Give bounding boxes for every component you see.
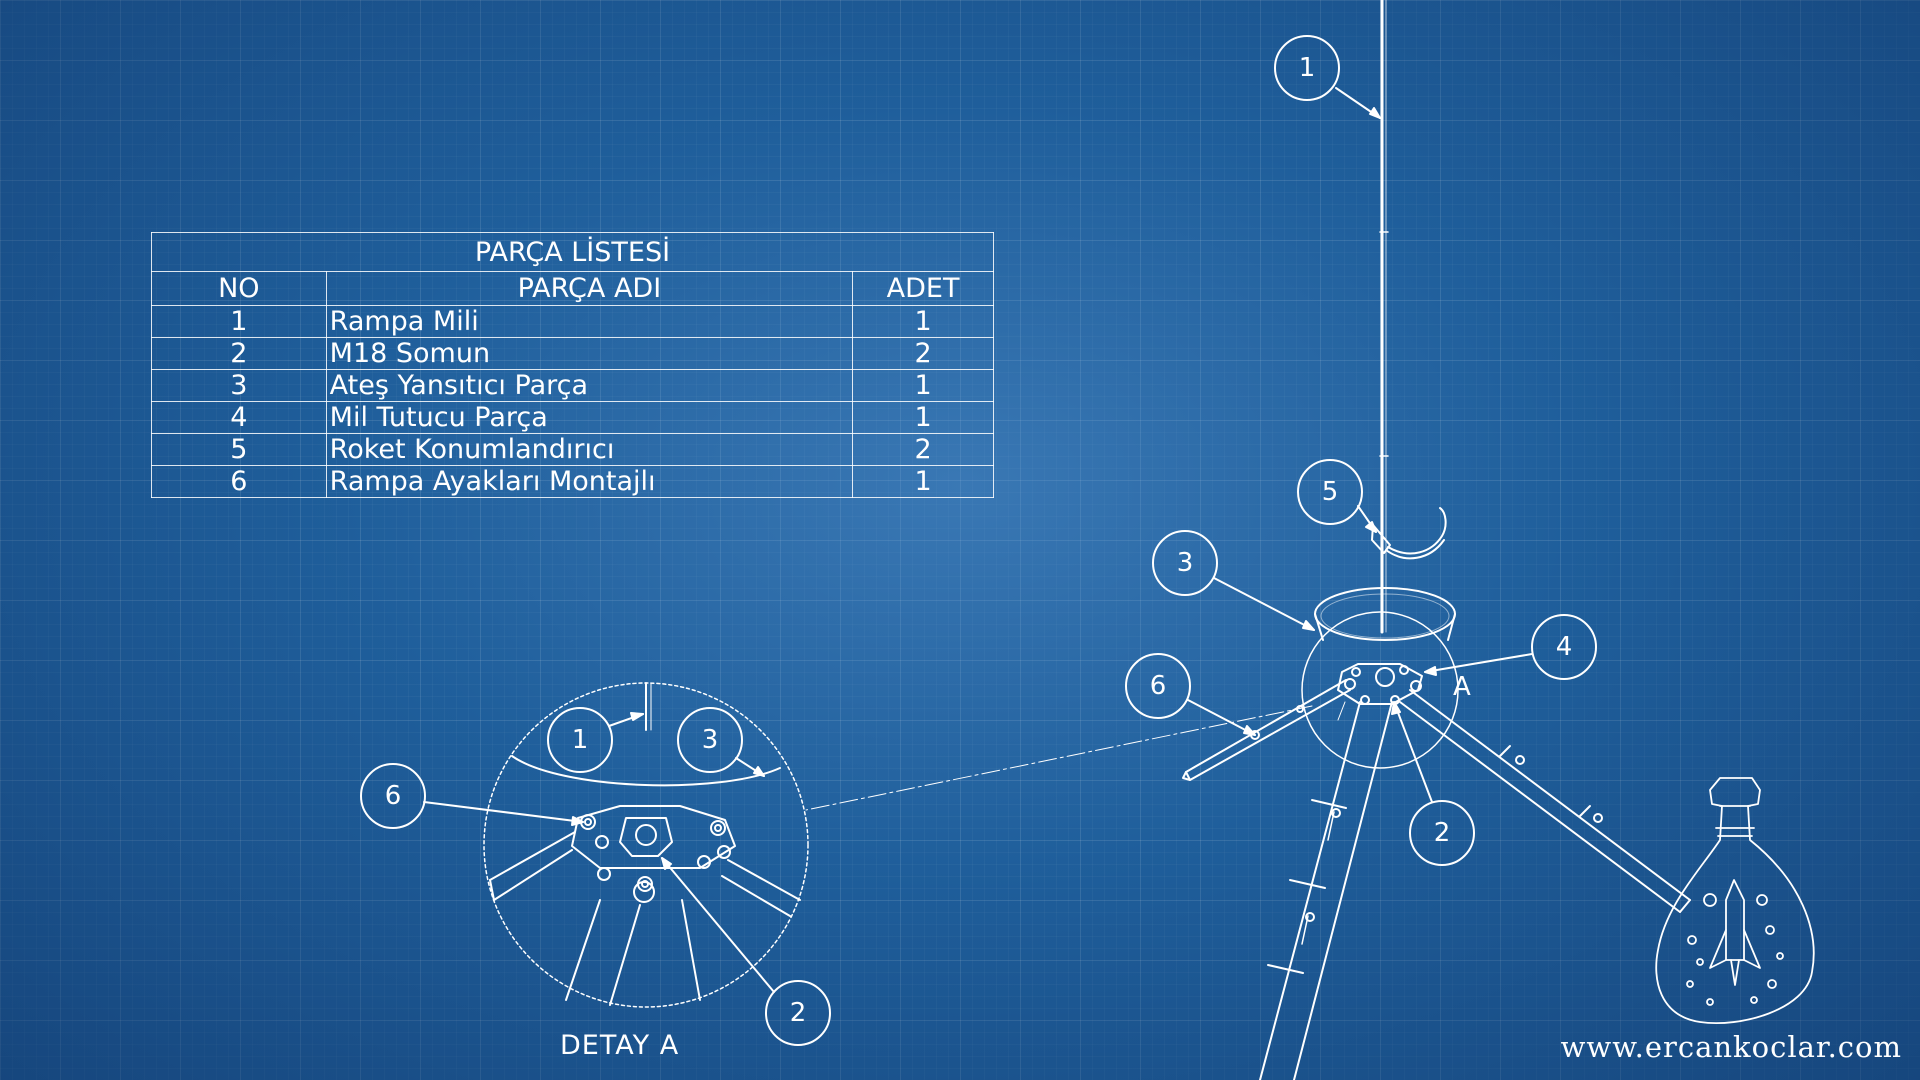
main-balloon-3 [1152, 530, 1315, 631]
main-balloon-2-label: 2 [1434, 818, 1451, 848]
detail-balloon-1-label: 1 [572, 725, 589, 755]
main-balloon-1-label: 1 [1299, 53, 1316, 83]
row-part-name: Rampa Ayakları Montajlı [325, 465, 854, 498]
table-row: 5 Roket Konumlandırıcı 2 [151, 433, 994, 466]
rocket-positioner [1371, 507, 1447, 560]
main-balloon-6 [1125, 653, 1256, 736]
table-row: 1 Rampa Mili 1 [151, 305, 994, 338]
detail-balloon-2-label: 2 [790, 998, 807, 1028]
detail-a-circle [1301, 611, 1459, 769]
row-part-name: Rampa Mili [325, 305, 854, 338]
main-balloon-5 [1297, 459, 1377, 533]
detail-rod [645, 682, 652, 731]
row-no: 2 [151, 337, 327, 370]
detail-balloon-3 [677, 707, 765, 777]
detail-balloon-6 [360, 763, 584, 829]
row-no: 1 [151, 305, 327, 338]
row-quantity: 1 [852, 465, 994, 498]
website-url: www.ercankoclar.com [1560, 1030, 1902, 1064]
launch-rod [1379, 0, 1389, 634]
main-balloon-5-label: 5 [1322, 477, 1339, 507]
detail-balloon-2 [661, 857, 831, 1046]
row-quantity: 1 [852, 305, 994, 338]
row-part-name: Mil Tutucu Parça [325, 401, 854, 434]
row-quantity: 2 [852, 337, 994, 370]
header-part-name: PARÇA ADI [325, 271, 854, 306]
detail-balloon-1 [547, 707, 644, 773]
row-no: 4 [151, 401, 327, 434]
detail-flame-deflector [511, 755, 781, 787]
header-no: NO [151, 271, 327, 306]
detail-view-label: DETAY A [560, 1030, 680, 1061]
tripod-leg-front [1259, 701, 1393, 1080]
rod-holder-hub [1337, 663, 1423, 705]
main-balloon-4-label: 4 [1556, 632, 1573, 662]
detail-marker-a: A [1453, 672, 1471, 702]
detail-legs [489, 831, 801, 1006]
parts-list-header-row: NO PARÇA ADI ADET [151, 271, 994, 306]
parts-list-title: PARÇA LİSTESİ [151, 232, 994, 272]
main-balloon-1 [1274, 35, 1381, 119]
row-no: 3 [151, 369, 327, 402]
tripod-leg-right [1399, 689, 1691, 913]
row-quantity: 2 [852, 433, 994, 466]
row-part-name: Roket Konumlandırıcı [325, 433, 854, 466]
main-balloon-2 [1391, 701, 1475, 866]
row-quantity: 1 [852, 401, 994, 434]
row-quantity: 1 [852, 369, 994, 402]
header-quantity: ADET [852, 271, 994, 306]
main-balloon-3-label: 3 [1177, 548, 1194, 578]
detail-balloon-3-label: 3 [702, 725, 719, 755]
row-no: 5 [151, 433, 327, 466]
detail-balloon-6-label: 6 [385, 781, 402, 811]
main-balloon-4 [1424, 614, 1597, 680]
flame-deflector [1314, 587, 1456, 641]
row-part-name: Ateş Yansıtıcı Parça [325, 369, 854, 402]
main-balloon-6-label: 6 [1150, 671, 1167, 701]
tripod-leg-left [1182, 679, 1351, 781]
row-no: 6 [151, 465, 327, 498]
row-part-name: M18 Somun [325, 337, 854, 370]
detail-hub [571, 805, 736, 903]
parts-list-table: PARÇA LİSTESİ NO PARÇA ADI ADET 1 Rampa … [151, 232, 994, 498]
table-row: 2 M18 Somun 2 [151, 337, 994, 370]
rocket-flask-logo [1655, 777, 1815, 1024]
table-row: 3 Ateş Yansıtıcı Parça 1 [151, 369, 994, 402]
table-row: 4 Mil Tutucu Parça 1 [151, 401, 994, 434]
table-row: 6 Rampa Ayakları Montajlı 1 [151, 465, 994, 498]
